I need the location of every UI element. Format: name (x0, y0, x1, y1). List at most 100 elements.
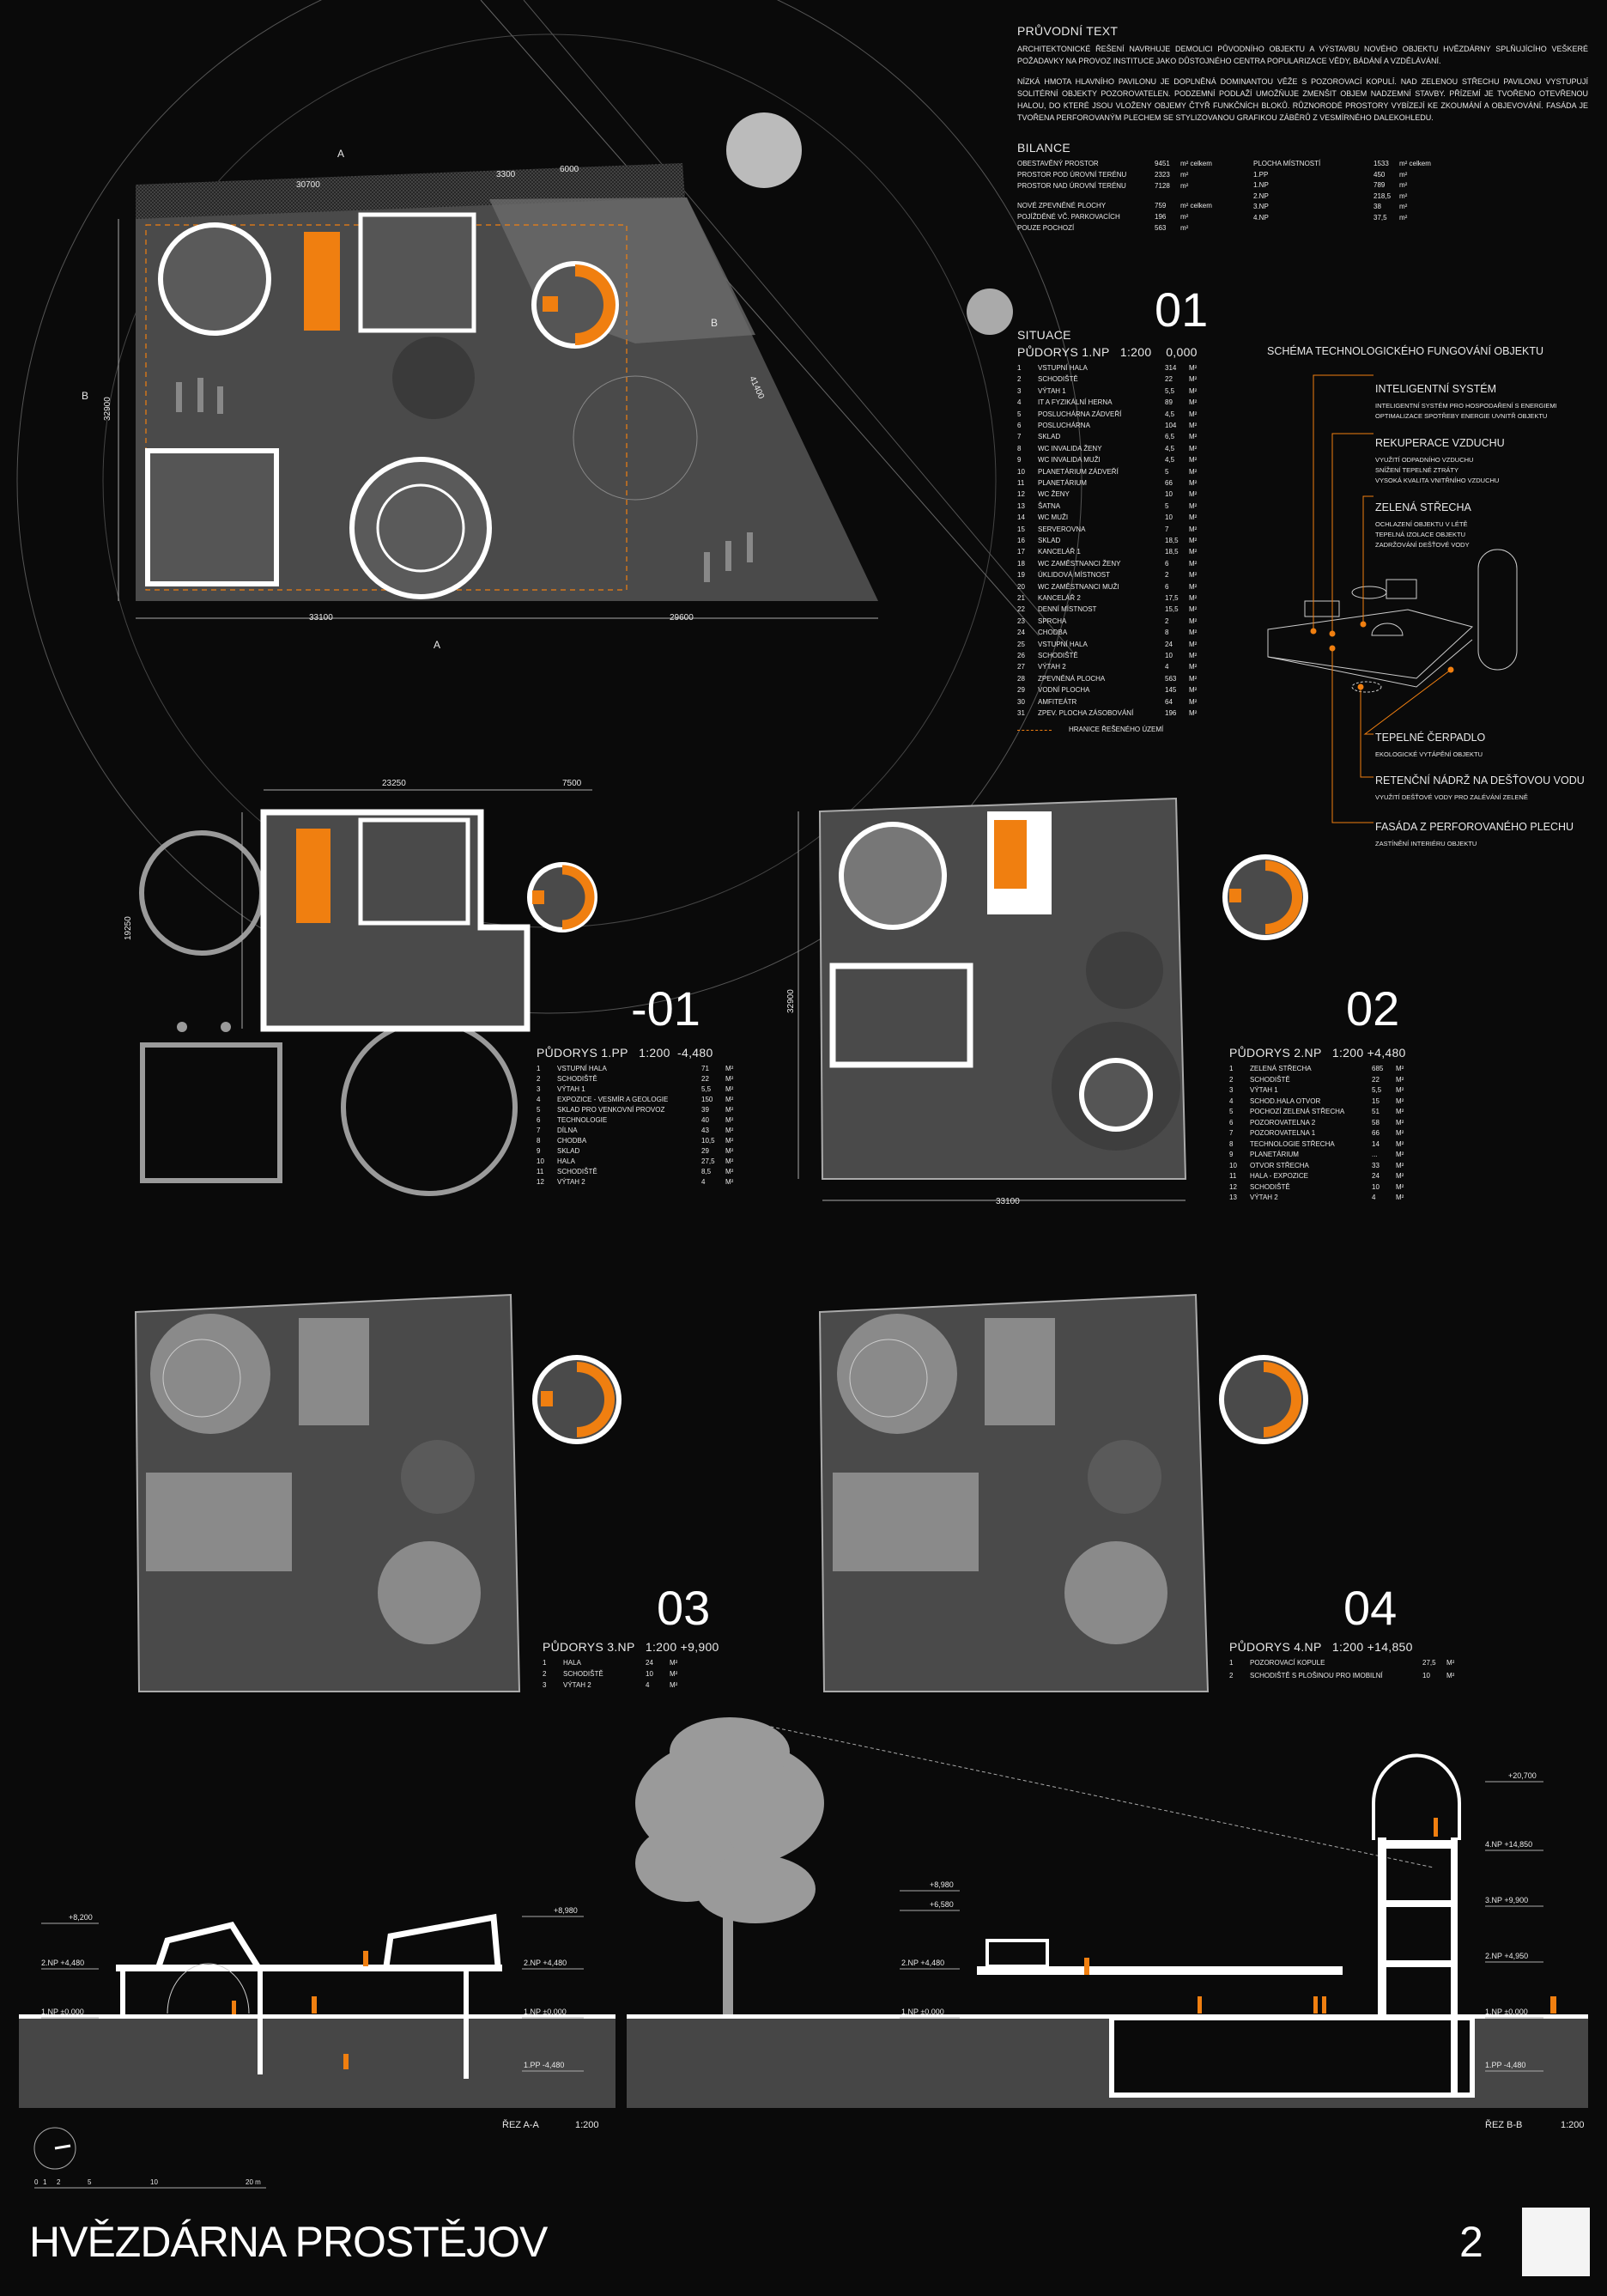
staircase-1 (304, 232, 340, 331)
level-label: 2.NP +4,480 (901, 1959, 944, 1967)
bilance-value: 450 (1374, 170, 1386, 179)
bilance-value: 759 (1155, 202, 1167, 210)
room-unit: m² (670, 1681, 678, 1689)
section-title: ŘEZ B-B (1485, 2119, 1522, 2130)
room-name: VÝTAH 2 (1038, 663, 1066, 671)
level-label: 1.NP ±0,000 (1485, 2007, 1528, 2016)
room-area: 33 (1372, 1161, 1380, 1169)
schema-item-title: TEPELNÉ ČERPADLO (1375, 732, 1486, 744)
legend-row: 7DÍLNA43m² (537, 1127, 760, 1138)
room-name: VÝTAH 1 (557, 1085, 585, 1093)
plan-01-title: PŮDORYS 1.NP 1:200 0,000 (1017, 345, 1198, 359)
room-area: 5 (1165, 467, 1169, 476)
level-label: 1.NP ±0,000 (41, 2007, 84, 2016)
room-number: 9 (1229, 1151, 1234, 1158)
room-number: 1 (1229, 1065, 1234, 1072)
level-label: 2.NP +4,480 (524, 1959, 567, 1967)
level-label: 3.NP +9,900 (1485, 1896, 1528, 1904)
section-mark-b: B (82, 390, 88, 402)
room-number: 4 (1229, 1096, 1234, 1105)
schema-item-line: VYSOKÁ KVALITA VNITŘNÍHO VZDUCHU (1375, 477, 1500, 484)
room-number: 23 (1017, 617, 1025, 625)
room-unit: m² (1189, 410, 1198, 418)
schema-item-title: ZELENÁ STŘECHA (1375, 501, 1471, 513)
boundary-legend: HRANICE ŘEŠENÉHO ÚZEMÍ (1017, 726, 1258, 737)
room-name: WC ZAMĚSTNANCI MUŽI (1038, 582, 1119, 591)
room-number: 6 (1229, 1118, 1234, 1127)
room-unit: m² (1189, 398, 1198, 407)
bilance-label: PROSTOR NAD ÚROVNÍ TERÉNU (1017, 182, 1126, 190)
room-number: 31 (1017, 709, 1025, 717)
room-area: 51 (1372, 1108, 1380, 1115)
bilance-label: OBESTAVĚNÝ PROSTOR (1017, 160, 1099, 167)
room-number: 12 (1017, 490, 1025, 499)
bilance-label: POJÍŽDĚNÉ VČ. PARKOVACÍCH (1017, 213, 1120, 221)
room-area: 10 (1165, 652, 1173, 659)
schema-dots (1310, 621, 1454, 690)
room-number: 10 (1017, 467, 1025, 476)
scale-tick: 10 (150, 2178, 158, 2186)
legend-row: 1HALA24m² (543, 1659, 714, 1670)
room-area: 4,5 (1165, 444, 1175, 453)
room-name: KANCELÁŘ 2 (1038, 594, 1081, 602)
room-name: VODNÍ PLOCHA (1038, 686, 1090, 695)
room-unit: m² (1189, 433, 1198, 441)
room-unit: m² (1396, 1086, 1404, 1094)
room-name: SCHODIŠTĚ (563, 1670, 603, 1678)
schema-item-line: SNÍŽENÍ TEPELNÉ ZTRÁTY (1375, 466, 1458, 474)
bilance-unit: m² (1399, 213, 1408, 222)
bilance-title: BILANCE (1017, 141, 1071, 155)
level-label: +8,980 (930, 1880, 954, 1889)
room-unit: m² (1189, 467, 1198, 476)
schema-item-line: TEPELNÁ IZOLACE OBJEKTU (1375, 531, 1466, 538)
level-label: +20,700 (1508, 1771, 1537, 1780)
room-area: 7 (1165, 525, 1169, 533)
tree (635, 1717, 824, 2018)
bilance-label: NOVÉ ZPEVNĚNÉ PLOCHY (1017, 202, 1107, 210)
room-number: 5 (537, 1106, 541, 1114)
boundary-label: HRANICE ŘEŠENÉHO ÚZEMÍ (1069, 726, 1164, 734)
room-unit: m² (1189, 479, 1198, 487)
room-number: 11 (1229, 1172, 1237, 1180)
room-number: 2 (1229, 1672, 1234, 1679)
room-unit: m² (1396, 1194, 1404, 1201)
room-area: 18,5 (1165, 537, 1179, 544)
room-number: 7 (1017, 433, 1022, 441)
room-unit: m² (1396, 1151, 1404, 1158)
room-area: 8 (1165, 629, 1169, 637)
room-number: 7 (537, 1127, 541, 1134)
room-number: 29 (1017, 686, 1025, 695)
room-name: AMFITEÁTR (1038, 697, 1077, 706)
legend-row: 2SCHODIŠTĚ22m² (1229, 1076, 1435, 1087)
bilance-unit: m² (1399, 203, 1408, 210)
bilance-value: 789 (1374, 181, 1386, 189)
section-mark-b: B (711, 317, 718, 329)
scale-tick: 1 (43, 2178, 47, 2186)
room-number: 9 (1017, 456, 1022, 465)
room-number: 3 (1229, 1086, 1234, 1094)
intro-paragraph: Architektonické řešení navrhuje demolici… (1017, 45, 1588, 65)
room-name: HALA - EXPOZICE (1250, 1172, 1309, 1180)
room-number: 1 (1229, 1659, 1234, 1667)
room-unit: m² (1189, 386, 1198, 395)
room-area: 24 (646, 1659, 653, 1667)
legend-row: 24CHODBA8m² (1017, 629, 1258, 640)
room-name: WC INVALIDA ŽENY (1038, 444, 1102, 453)
room-name: CHODBA (557, 1137, 587, 1145)
room-name: ŠATNA (1038, 501, 1061, 510)
